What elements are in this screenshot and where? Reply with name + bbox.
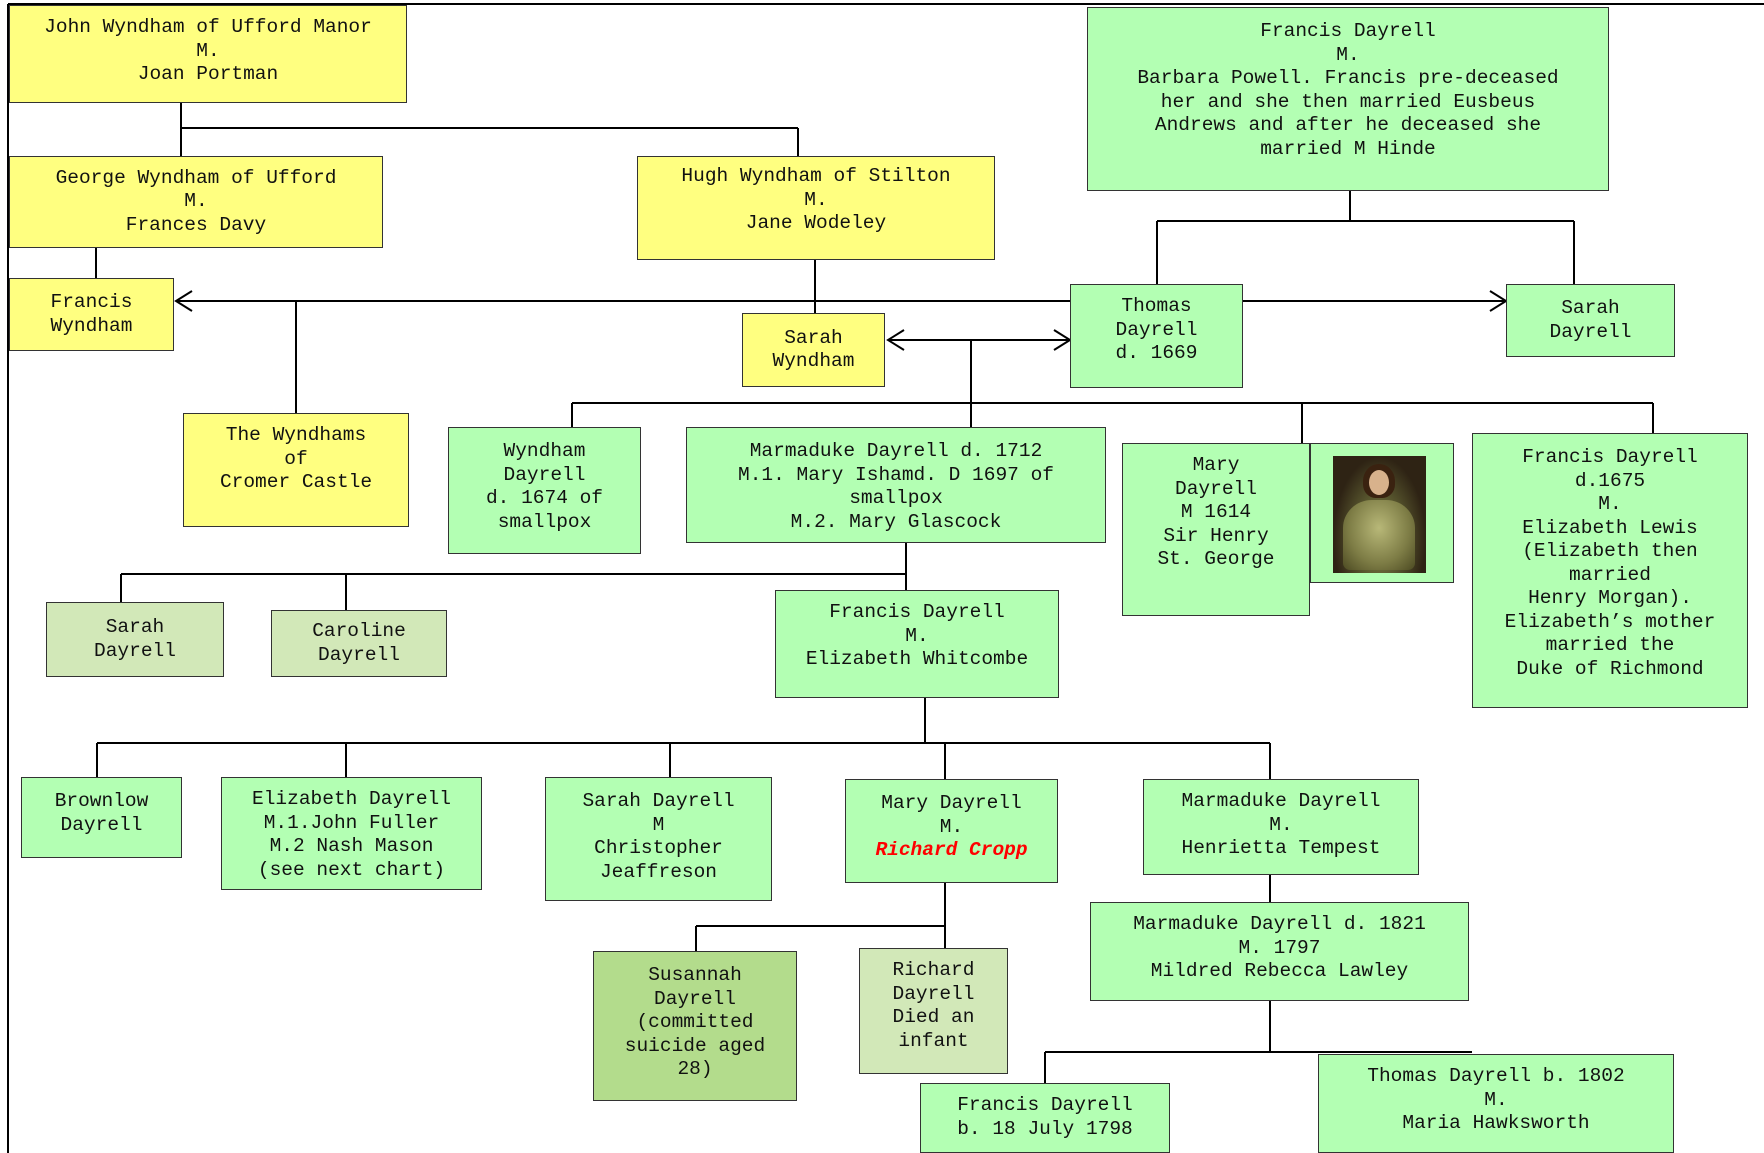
portrait-icon xyxy=(1333,456,1426,573)
spouse-richard-cropp: Richard Cropp xyxy=(875,839,1028,861)
portrait-mary-dayrell xyxy=(1310,443,1454,583)
